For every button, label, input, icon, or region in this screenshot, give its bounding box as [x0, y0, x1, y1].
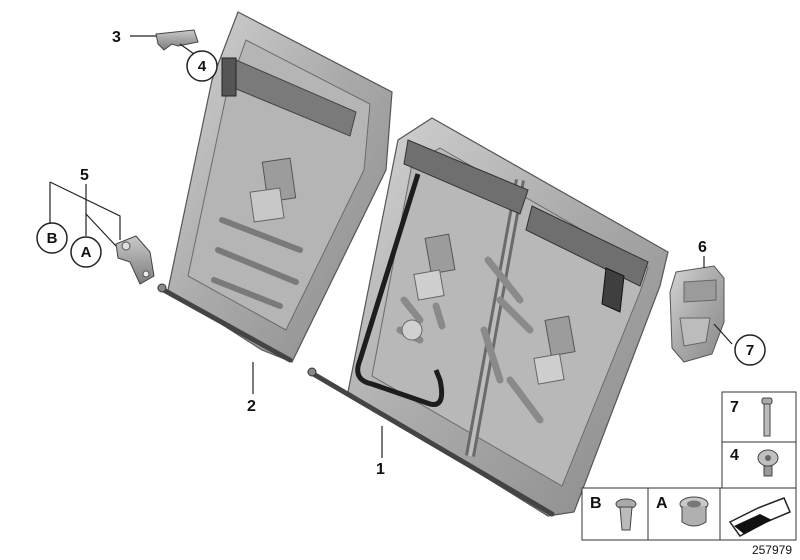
callout-3: 3 [112, 29, 121, 46]
callout-6: 6 [698, 239, 707, 256]
callout-2: 2 [247, 398, 256, 415]
bracket-part-5[interactable] [115, 235, 155, 285]
grommet-icon [679, 496, 709, 527]
expanding-rivet-icon [615, 498, 637, 531]
leader-lines [49, 35, 733, 458]
legend-label-7: 7 [730, 399, 739, 416]
legend-table [581, 391, 797, 541]
callout-5: 5 [80, 167, 89, 184]
callout-a: A [81, 244, 92, 261]
callout-7-circle: 7 [734, 334, 766, 366]
callout-b: B [47, 230, 58, 247]
legend-label-b: B [590, 495, 602, 512]
callout-4: 4 [198, 58, 207, 75]
legend-item-4: 4 [730, 447, 779, 477]
callout-4-circle: 4 [186, 50, 218, 82]
callout-7: 7 [746, 342, 754, 359]
backrest-frame-large[interactable] [307, 117, 669, 517]
direction-arrow-icon [728, 497, 791, 537]
legend-item-a: A [656, 495, 709, 527]
screw-icon [761, 397, 773, 437]
cover-part-6[interactable] [669, 265, 725, 363]
clip-part-3[interactable] [155, 29, 199, 51]
image-code: 257979 [752, 543, 792, 557]
clip-nut-icon [757, 449, 779, 477]
backrest-frame-small[interactable] [157, 11, 393, 363]
callout-1: 1 [376, 461, 385, 478]
legend-item-7: 7 [730, 397, 773, 437]
callout-a-circle: A [70, 236, 102, 268]
legend-label-4: 4 [730, 447, 739, 464]
legend-item-b: B [590, 495, 637, 531]
legend-label-a: A [656, 495, 668, 512]
callout-b-circle: B [36, 222, 68, 254]
